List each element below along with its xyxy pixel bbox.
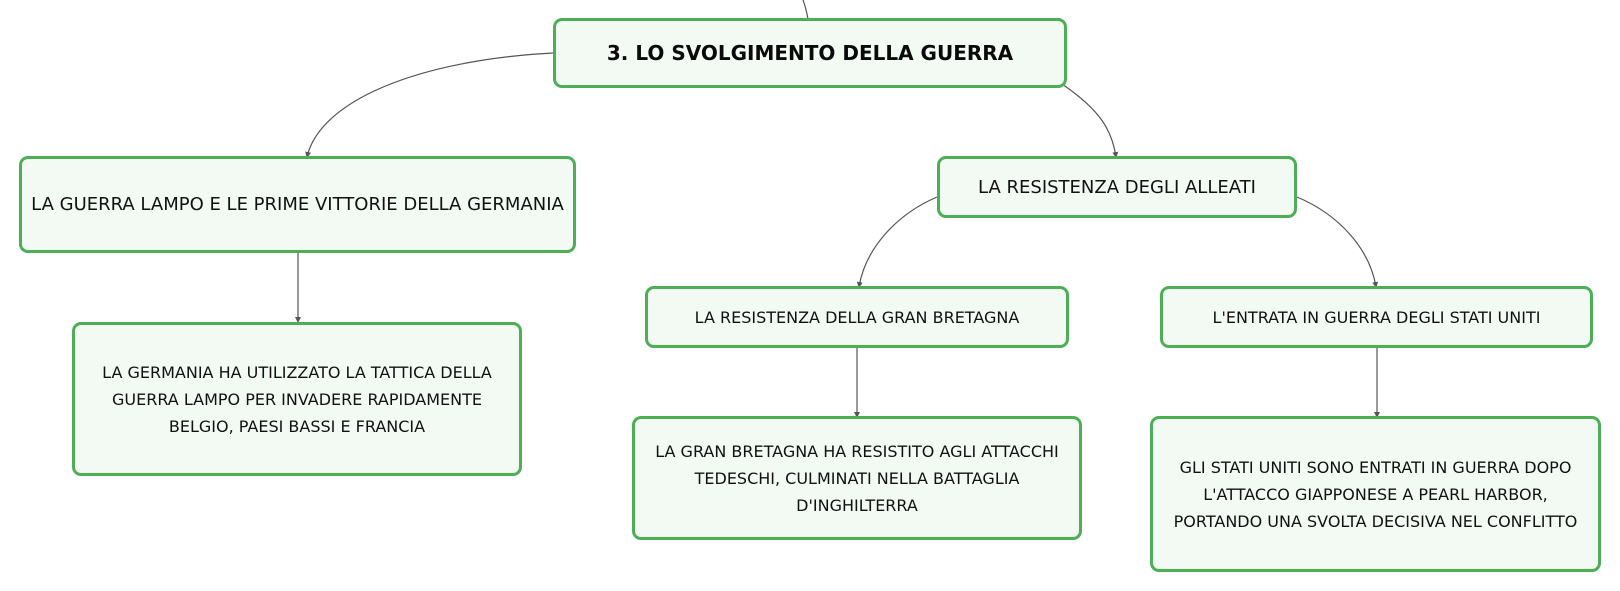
guerra-lampo-node[interactable]: LA GUERRA LAMPO E LE PRIME VITTORIE DELL… [19,156,576,253]
gran-bretagna-detail-label: LA GRAN BRETAGNA HA RESISTITO AGLI ATTAC… [655,441,1059,515]
resistenza-alleati-node[interactable]: LA RESISTENZA DEGLI ALLEATI [937,156,1297,218]
germania-detail-node[interactable]: LA GERMANIA HA UTILIZZATO LA TATTICA DEL… [72,322,522,476]
root-topic-label: 3. LO SVOLGIMENTO DELLA GUERRA [606,40,1014,65]
gran-bretagna-node[interactable]: LA RESISTENZA DELLA GRAN BRETAGNA [645,286,1069,348]
gran-bretagna-label: LA RESISTENZA DELLA GRAN BRETAGNA [694,307,1020,327]
stati-uniti-node[interactable]: L'ENTRATA IN GUERRA DEGLI STATI UNITI [1160,286,1593,348]
germania-detail-label: LA GERMANIA HA UTILIZZATO LA TATTICA DEL… [102,362,492,436]
connector-root-to-guerra-lampo [305,52,554,158]
connector-resistenza-to-stati-uniti [1296,196,1379,288]
stati-uniti-label: L'ENTRATA IN GUERRA DEGLI STATI UNITI [1212,307,1541,327]
stati-uniti-detail-node[interactable]: GLI STATI UNITI SONO ENTRATI IN GUERRA D… [1150,416,1601,572]
connector-resistenza-to-gran-bretagna [856,196,938,288]
gran-bretagna-detail-node[interactable]: LA GRAN BRETAGNA HA RESISTITO AGLI ATTAC… [632,416,1082,540]
root-topic-node[interactable]: 3. LO SVOLGIMENTO DELLA GUERRA [553,18,1067,88]
connector-parent-to-root [802,0,809,20]
guerra-lampo-label: LA GUERRA LAMPO E LE PRIME VITTORIE DELL… [31,194,564,215]
stati-uniti-detail-label: GLI STATI UNITI SONO ENTRATI IN GUERRA D… [1173,457,1578,531]
resistenza-alleati-label: LA RESISTENZA DEGLI ALLEATI [978,176,1256,198]
connector-root-to-resistenza [1061,83,1119,158]
